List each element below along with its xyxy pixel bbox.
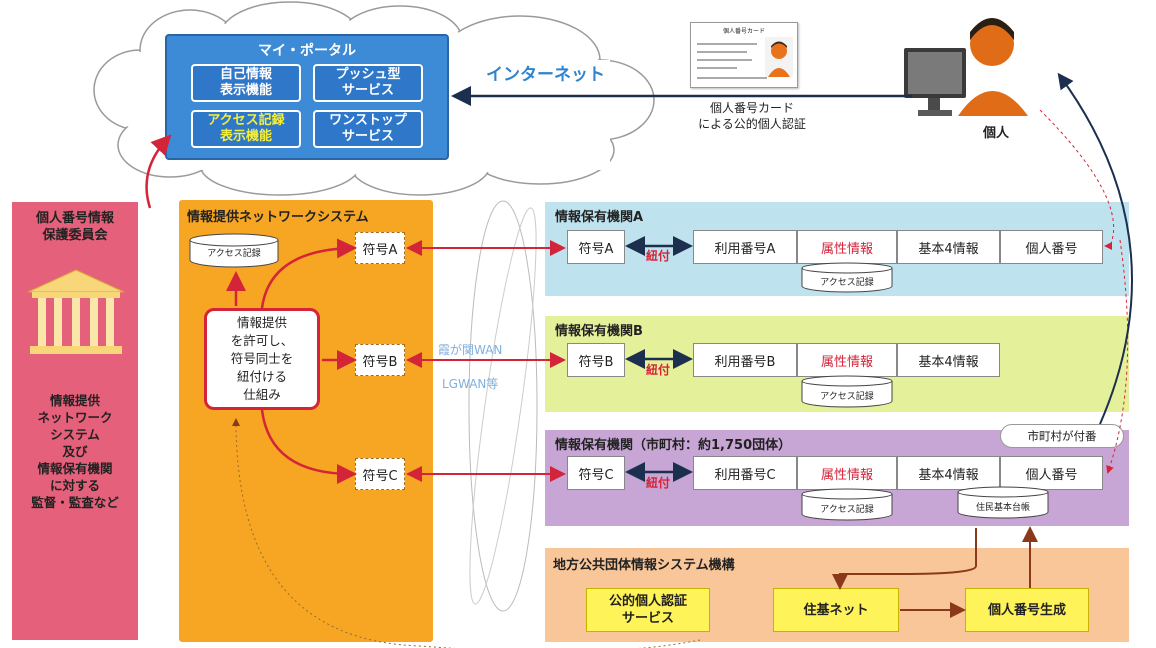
push-service-button[interactable]: プッシュ型 サービス <box>313 64 423 102</box>
my-portal-panel: マイ・ポータル 自己情報 表示機能 プッシュ型 サービス アクセス記録 表示機能… <box>165 34 449 160</box>
inst-b-attribute-info: 属性情報 <box>797 343 897 377</box>
access-log-display-button[interactable]: アクセス記録 表示機能 <box>191 110 301 148</box>
inst-a-personal-number: 個人番号 <box>1000 230 1103 264</box>
inst-c-attribute-info: 属性情報 <box>797 456 897 490</box>
card-title: 個人番号カード <box>722 28 765 35</box>
protection-committee-panel: 個人番号情報 保護委員会 情報提供 ネットワーク システム 及び 情報保有機関 … <box>12 202 138 640</box>
person-label: 個人 <box>983 126 1010 141</box>
inst-c-code: 符号C <box>567 456 625 490</box>
inst-a-log-label: アクセス記録 <box>820 278 874 288</box>
card-text-line <box>697 59 752 61</box>
card-text-line <box>697 43 757 45</box>
internet-label: インターネット <box>486 65 605 85</box>
linking-mechanism-box: 情報提供 を許可し、 符号同士を 紐付ける 仕組み <box>204 308 320 410</box>
juki-net-box: 住基ネット <box>773 588 899 632</box>
network-title: 情報提供ネットワークシステム <box>187 210 369 225</box>
inst-a-usage-number: 利用番号A <box>693 230 797 264</box>
inst-c-personal-number: 個人番号 <box>1000 456 1103 490</box>
inst-c-link-label: 紐付 <box>646 476 671 490</box>
inst-a-code: 符号A <box>567 230 625 264</box>
inst-a-link-label: 紐付 <box>646 249 671 263</box>
my-number-card: 個人番号カード <box>690 22 798 88</box>
kasumigaseki-wan-label: 霞が関WAN <box>438 343 503 357</box>
wan-ellipse <box>468 200 538 612</box>
portal-title: マイ・ポータル <box>258 43 356 59</box>
inst-b-basic-info: 基本4情報 <box>897 343 1000 377</box>
lgwan-label: LGWAN等 <box>442 377 499 391</box>
inst-b-usage-number: 利用番号B <box>693 343 797 377</box>
card-auth-caption: 個人番号カード による公的個人認証 <box>698 101 806 131</box>
building-icon <box>27 269 125 354</box>
institution-c-title: 情報保有機関（市町村：約1,750団体） <box>555 438 792 453</box>
inst-b-code: 符号B <box>567 343 625 377</box>
institution-a-title: 情報保有機関A <box>555 210 644 225</box>
inst-c-basic-info: 基本4情報 <box>897 456 1000 490</box>
number-generation-box: 個人番号生成 <box>965 588 1089 632</box>
inst-a-basic-info: 基本4情報 <box>897 230 1000 264</box>
access-log-label: アクセス記録 <box>207 249 261 259</box>
local-gov-title: 地方公共団体情報システム機構 <box>553 558 735 573</box>
inst-b-log-label: アクセス記録 <box>820 392 874 402</box>
resident-registry-label: 住民基本台帳 <box>975 503 1030 513</box>
card-text-line <box>697 67 737 69</box>
inst-a-log-db-icon <box>801 262 893 293</box>
public-auth-service-box: 公的個人認証 サービス <box>586 588 710 632</box>
self-info-display-button[interactable]: 自己情報 表示機能 <box>191 64 301 102</box>
one-stop-service-button[interactable]: ワンストップ サービス <box>313 110 423 148</box>
inst-b-log-db-icon <box>801 375 893 408</box>
inst-a-attribute-info: 属性情報 <box>797 230 897 264</box>
inst-c-log-label: アクセス記録 <box>820 505 874 515</box>
inst-c-usage-number: 利用番号C <box>693 456 797 490</box>
municipal-numbering-note: 市町村が付番 <box>1000 424 1124 448</box>
person-at-computer-icon <box>904 18 1028 116</box>
inst-c-log-db-icon <box>801 488 893 521</box>
resident-registry-db-icon <box>957 486 1049 519</box>
institution-b-title: 情報保有機関B <box>555 324 643 339</box>
network-code-b: 符号B <box>355 344 405 376</box>
inst-b-link-label: 紐付 <box>646 363 671 377</box>
card-photo-icon <box>765 37 793 77</box>
committee-body: 情報提供 ネットワーク システム 及び 情報保有機関 に対する 監督・監査など <box>31 393 119 510</box>
network-code-a: 符号A <box>355 232 405 264</box>
card-text-line <box>697 77 767 79</box>
network-code-c: 符号C <box>355 458 405 490</box>
committee-title: 個人番号情報 保護委員会 <box>35 211 114 243</box>
card-text-line <box>697 51 747 53</box>
